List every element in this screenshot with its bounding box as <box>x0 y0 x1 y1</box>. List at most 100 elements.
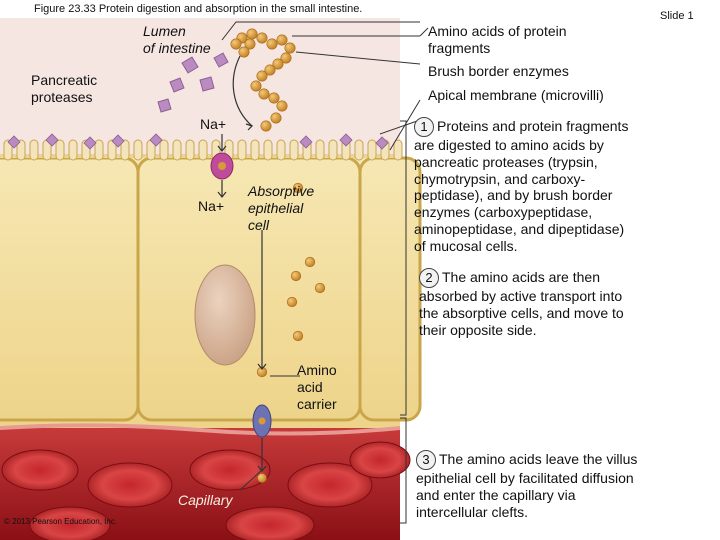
microvillus <box>159 139 169 161</box>
amino-acid <box>264 64 276 76</box>
amino-acid <box>284 42 296 54</box>
free-amino-acids <box>256 182 326 483</box>
red-blood-cells <box>1 441 411 540</box>
legend-amino-acids: Amino acids of protein fragments <box>428 23 567 57</box>
carrier-label-line1: Amino <box>297 362 337 378</box>
step-3-line: and enter the capillary via <box>416 486 576 503</box>
legend-fragments-line2: fragments <box>428 40 491 56</box>
microvillus <box>16 139 26 161</box>
amino-acid <box>256 70 268 82</box>
pancreatic-protease-enzymes <box>157 52 229 113</box>
absorptive-cell-label: Absorptive epithelial cell <box>248 183 314 234</box>
microvillus <box>120 139 130 161</box>
absorptive-label-line2: epithelial <box>248 200 304 216</box>
amino-acid-carrier <box>252 404 272 438</box>
sodium-label-lumen: Na+ <box>200 116 227 132</box>
brush-border-enzyme <box>7 135 21 149</box>
red-blood-cell <box>87 462 173 508</box>
intestinal-lumen <box>0 18 400 158</box>
brush-border-enzyme <box>111 134 125 148</box>
microvillus <box>393 139 403 161</box>
step-1-number: 1 <box>414 117 434 137</box>
step-2-line: The amino acids are then <box>442 269 600 285</box>
red-blood-cell <box>349 441 411 479</box>
microvillus <box>133 139 143 161</box>
amino-acid <box>230 38 242 50</box>
absorptive-label-line1: Absorptive <box>248 183 315 199</box>
red-blood-cell <box>189 449 271 491</box>
microvillus <box>315 139 325 161</box>
amino-acid <box>292 330 304 342</box>
lumen-label-line2: of intestine <box>143 40 211 56</box>
microvillus <box>3 139 13 161</box>
brush-border-enzyme <box>83 136 97 150</box>
microvillus <box>250 139 260 161</box>
pancreatic-label-line2: proteases <box>31 89 93 105</box>
step-1-line: of mucosal cells. <box>414 237 518 254</box>
amino-acid <box>270 112 282 124</box>
red-blood-cell <box>29 506 111 540</box>
amino-acid <box>276 34 288 46</box>
microvillus <box>328 139 338 161</box>
step-1-line: aminopeptidase, and dipeptidase) <box>414 220 625 237</box>
amino-acid <box>292 182 304 194</box>
amino-acid <box>290 270 302 282</box>
red-blood-cell <box>225 506 315 540</box>
amino-acid <box>304 256 316 268</box>
slide-number: Slide 1 <box>660 10 694 22</box>
red-blood-cell <box>287 462 373 508</box>
amino-acid <box>276 100 288 112</box>
microvillus <box>263 139 273 161</box>
step-2-number: 2 <box>419 268 439 288</box>
brush-border-enzyme <box>45 133 59 147</box>
amino-acid <box>286 296 298 308</box>
step-3-line: The amino acids leave the villus <box>439 451 638 467</box>
brush-border-microvilli <box>3 139 403 161</box>
carrier-label-line3: carrier <box>297 396 337 412</box>
microvillus <box>55 139 65 161</box>
pancreatic-label-line1: Pancreatic <box>31 72 98 88</box>
capillary-label: Capillary <box>178 492 233 508</box>
microvillus <box>367 139 377 161</box>
amino-acid-carrier-label: Amino acid carrier <box>297 362 337 413</box>
microvillus <box>107 139 117 161</box>
absorptive-label-line3: cell <box>248 217 270 233</box>
pancreatic-proteases-label: Pancreatic proteases <box>31 72 97 106</box>
microvillus <box>276 139 286 161</box>
brush-border-enzyme <box>299 135 313 149</box>
amino-acid <box>244 38 256 50</box>
microvillus <box>354 139 364 161</box>
red-blood-cell <box>1 449 79 491</box>
legend-apical-membrane: Apical membrane (microvilli) <box>428 87 604 103</box>
step-3-line: intercellular clefts. <box>416 503 529 520</box>
leader-lines <box>221 21 429 524</box>
microvillus <box>237 139 247 161</box>
amino-acid-chains <box>230 28 296 132</box>
carrier-label-line2: acid <box>297 379 323 395</box>
amino-acid <box>268 92 280 104</box>
epithelial-cells <box>0 154 422 428</box>
microvillus <box>185 139 195 161</box>
sodium-cotransporter <box>210 152 234 180</box>
microvillus <box>68 139 78 161</box>
amino-acid <box>257 473 267 483</box>
microvillus <box>198 139 208 161</box>
amino-acid <box>260 120 272 132</box>
amino-acid <box>266 38 278 50</box>
microvillus <box>172 139 182 161</box>
brush-border-enzyme <box>375 136 389 150</box>
step-2-line: absorbed by active transport into <box>419 288 623 304</box>
amino-acid <box>258 88 270 100</box>
figure-title: Figure 23.33 Protein digestion and absor… <box>34 3 363 15</box>
sodium-label-cell: Na+ <box>198 198 225 214</box>
amino-acid <box>238 46 250 58</box>
step-1-line: enzymes (carboxypeptidase, <box>414 204 593 221</box>
lumen-label: Lumen of intestine <box>143 23 211 57</box>
step-1-line: Proteins and protein fragments <box>437 118 629 134</box>
copyright-notice: © 2013 Pearson Education, Inc. <box>4 517 118 526</box>
brush-border-enzyme <box>149 133 163 147</box>
amino-acid <box>272 58 284 70</box>
